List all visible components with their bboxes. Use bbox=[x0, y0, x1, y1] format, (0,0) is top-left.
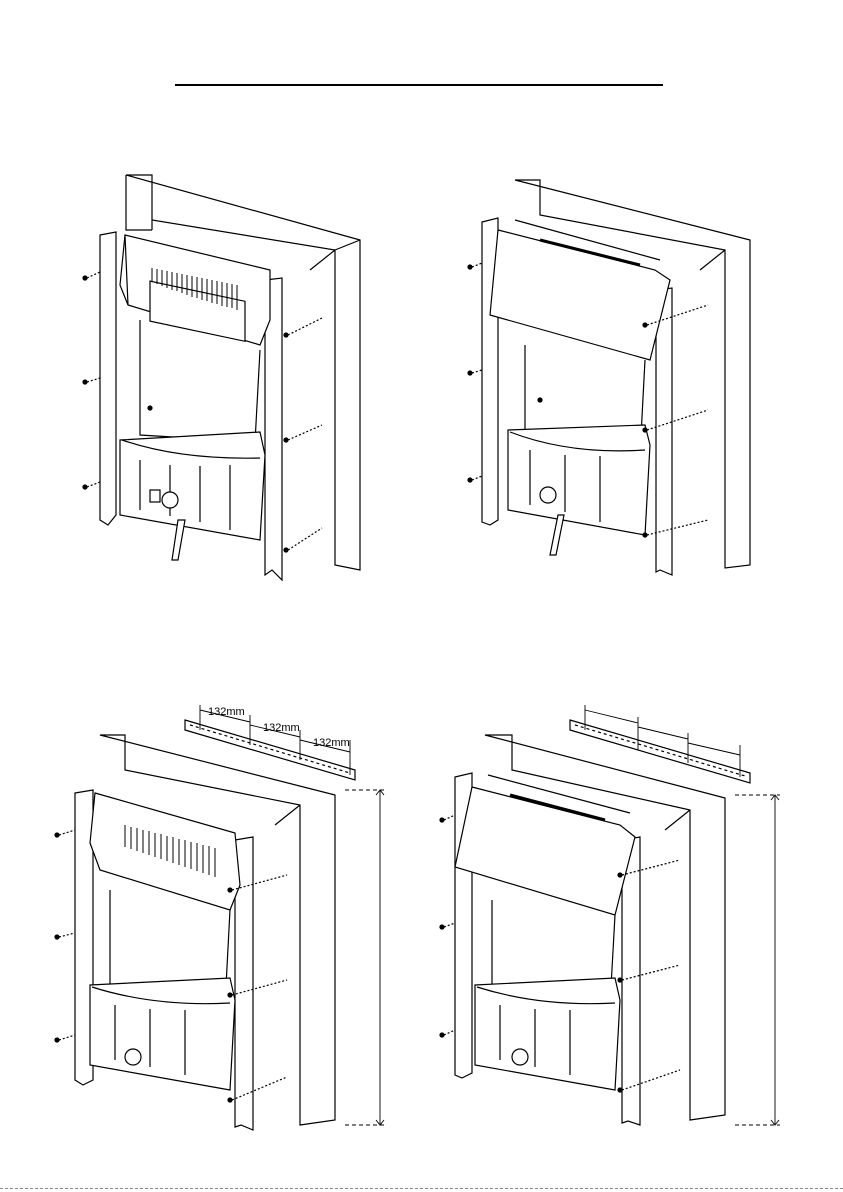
fascia-panel bbox=[455, 775, 635, 915]
page-bottom-rule bbox=[0, 1188, 843, 1189]
header-rule bbox=[175, 84, 663, 86]
dimension-label-1: 132mm bbox=[208, 706, 245, 718]
panel-d-fire-fascia-bracket bbox=[430, 695, 790, 1135]
fascia-panel bbox=[490, 220, 670, 360]
panel-a-fire-frame bbox=[60, 160, 380, 590]
fire-body bbox=[120, 320, 265, 560]
panel-c-fire-bracket: 132mm 132mm 132mm bbox=[45, 695, 405, 1135]
dimension-label-2: 132mm bbox=[263, 722, 300, 734]
heater-unit bbox=[90, 793, 240, 910]
fire-body bbox=[508, 345, 650, 555]
fire-body bbox=[475, 900, 620, 1090]
panel-b-fire-fascia bbox=[460, 170, 760, 590]
fire-body bbox=[90, 890, 235, 1090]
dimension-label-3: 132mm bbox=[313, 737, 350, 749]
heater-unit bbox=[120, 235, 270, 345]
